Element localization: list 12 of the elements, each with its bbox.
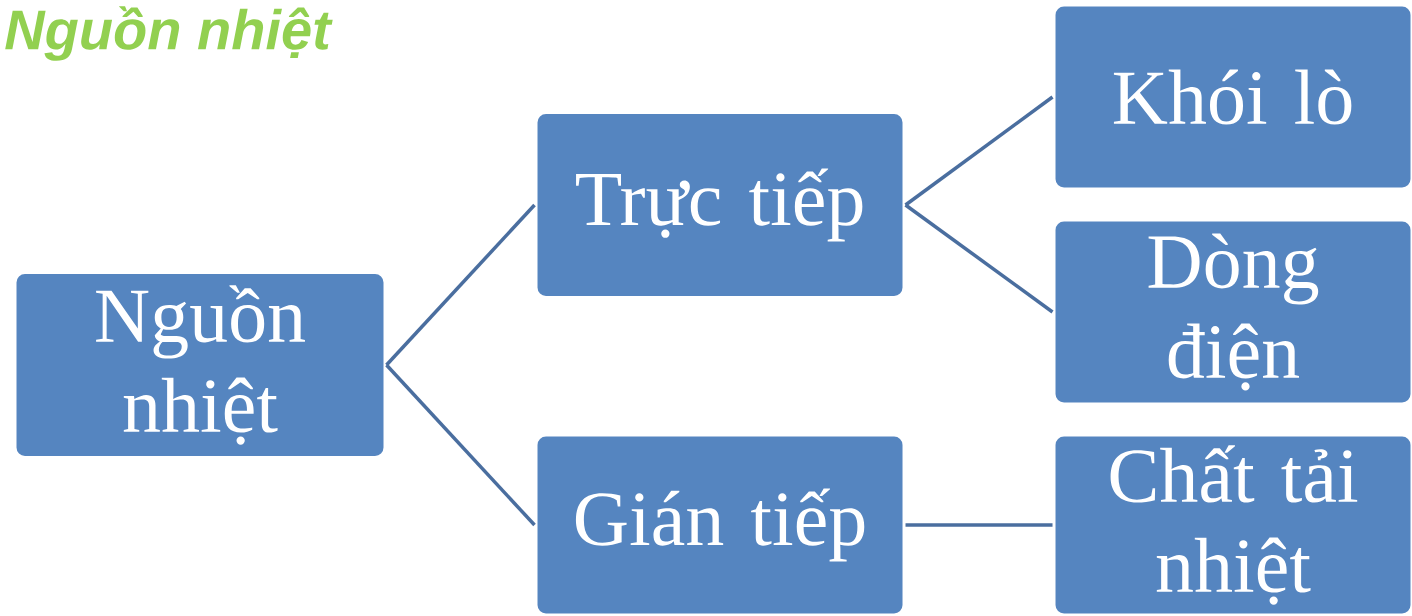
connector-line	[904, 203, 1054, 314]
connector-line	[385, 363, 536, 527]
connector-line	[904, 95, 1054, 207]
title: Nguồn nhiệt	[5, 6, 333, 61]
connector-line	[905, 523, 1053, 527]
category-box: Trực tiếp	[534, 111, 906, 299]
category-box: Khói lò	[1052, 3, 1412, 191]
category-box: Dòng điện	[1052, 218, 1412, 406]
category-box: Gián tiếp	[534, 433, 906, 616]
connector-line	[385, 203, 536, 367]
category-box: Chất tải nhiệt	[1052, 433, 1412, 616]
category-box: Nguồn nhiệt	[13, 271, 387, 459]
